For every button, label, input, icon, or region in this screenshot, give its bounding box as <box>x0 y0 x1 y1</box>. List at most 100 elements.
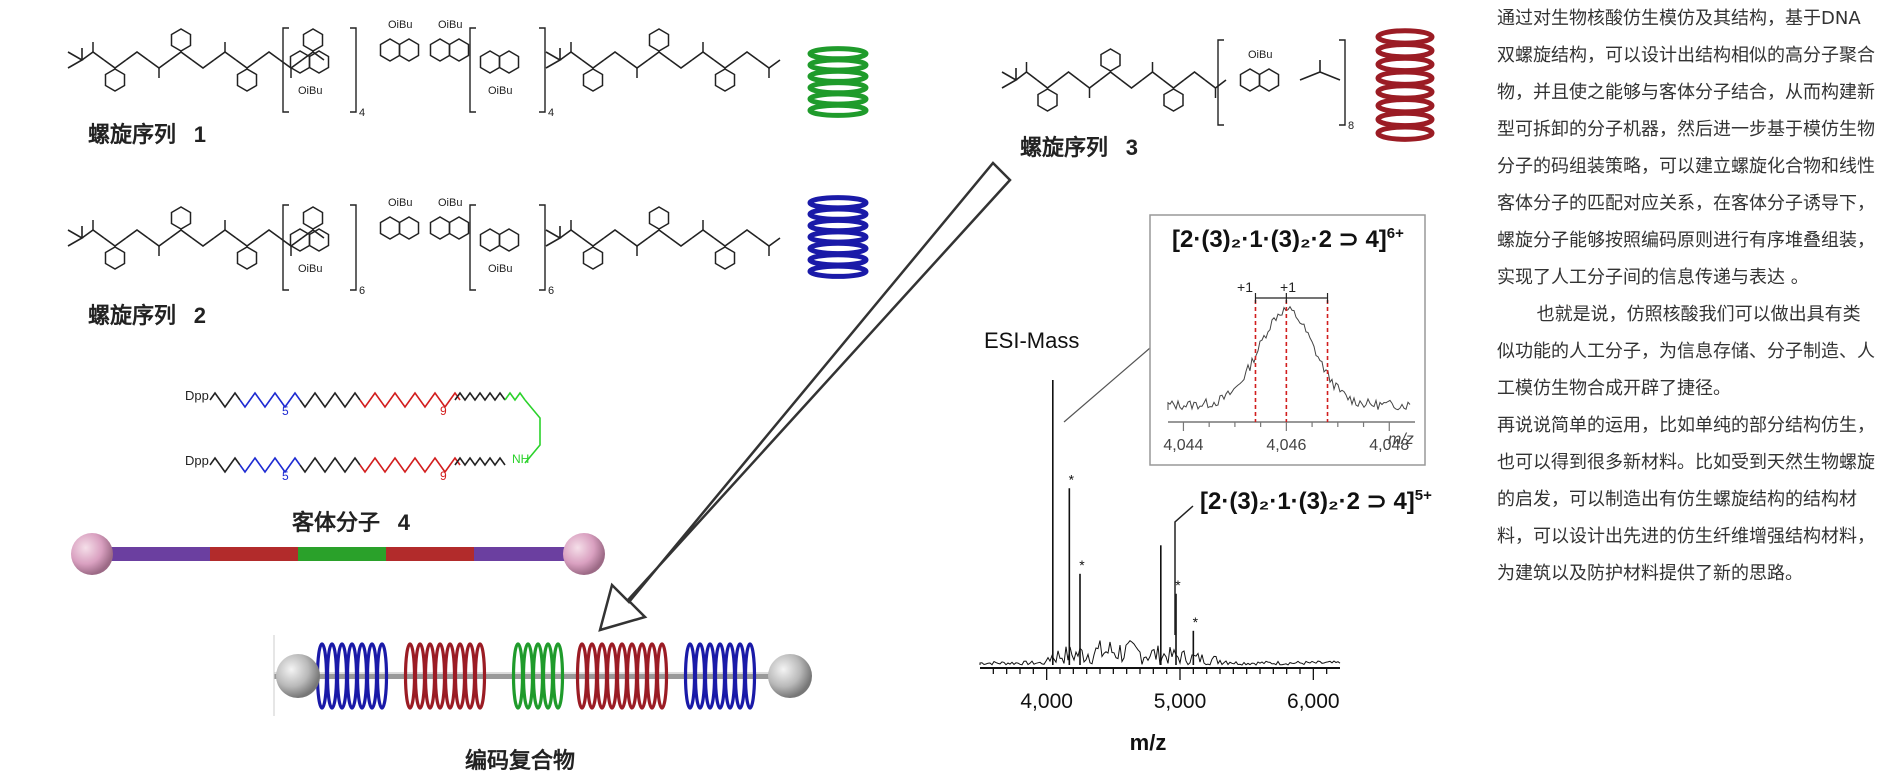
article-paragraph-2: 也就是说，仿照核酸我们可以做出具有类似功能的人工分子，为信息存储、分子制造、人工… <box>1497 304 1875 399</box>
oibu-label: OiBu <box>438 19 462 31</box>
esi-mass-title: ESI-Mass <box>984 328 1079 353</box>
quinoline-ring <box>379 38 401 62</box>
quinoline-ring <box>1258 68 1280 92</box>
helix-coil <box>807 263 869 279</box>
tbu-group <box>67 48 84 69</box>
helix-2-label: 螺旋序列 2 <box>88 298 206 330</box>
helix-coil <box>1375 28 1435 46</box>
tbu-group <box>67 226 84 247</box>
guest-chain-segment <box>359 456 461 474</box>
ion5-annotation-line <box>1174 505 1194 635</box>
boc-group <box>1299 60 1341 81</box>
chain-bond <box>81 229 105 239</box>
chain-bond <box>757 237 781 247</box>
quinoline-ring <box>1239 68 1261 92</box>
helix-coil <box>807 252 869 268</box>
green-helix-icon <box>807 46 869 118</box>
guest-label: 客体分子 4 <box>292 505 410 537</box>
pyridine-ring <box>582 68 604 92</box>
chain-bond <box>235 59 259 69</box>
bracket-left <box>282 204 289 291</box>
pyridine-ring <box>1100 48 1121 72</box>
chain-bond <box>559 51 583 61</box>
subscript-4: 4 <box>359 107 365 119</box>
guest-number: 4 <box>397 510 410 535</box>
helix-coil <box>807 91 869 107</box>
ion6-formula-text: [2·(3)₂·1·(3)₂·2 ⊃ 4] <box>1172 226 1387 253</box>
pyridine-ring <box>104 246 126 270</box>
chain-5-top: 5 <box>282 404 289 418</box>
helix-3-name: 螺旋序列 <box>1020 136 1109 161</box>
helix-coil <box>1375 83 1435 101</box>
chain-bond <box>713 237 737 247</box>
guest-chain-segment <box>239 456 301 474</box>
chain-9-top: 9 <box>440 404 447 418</box>
pyridine-ring <box>302 206 324 230</box>
inset-plus1-right: +1 <box>1280 279 1296 295</box>
chain-bond <box>301 51 325 61</box>
chain-bond <box>581 237 605 247</box>
nh-label: NH <box>512 452 529 466</box>
chain-bond <box>213 51 237 61</box>
helix-1-label: 螺旋序列 1 <box>88 117 206 149</box>
oibu-label: OiBu <box>488 85 512 97</box>
helix-coil <box>807 195 869 211</box>
pyridine-ring <box>104 68 126 92</box>
helix-3-number: 3 <box>1125 135 1138 160</box>
chain-bond <box>647 229 671 239</box>
complex-helix-coil <box>473 642 487 710</box>
chain-bond <box>559 229 583 239</box>
peak-star-label: * <box>1175 577 1181 593</box>
chain-5-bottom: 5 <box>282 469 289 483</box>
chain-bond <box>735 51 759 61</box>
rod-segment-purple-left <box>92 547 210 561</box>
chain-bond <box>81 51 105 61</box>
helix-3-label: 螺旋序列 3 <box>1020 130 1138 162</box>
peak-star-label: * <box>1193 614 1199 630</box>
inset-frame <box>1149 214 1426 466</box>
oibu-label: OiBu <box>438 197 462 209</box>
rod-segment-purple-right <box>474 547 584 561</box>
inset-connector-line <box>1063 347 1151 423</box>
helix-coil <box>807 102 869 118</box>
chain-bond <box>301 229 325 239</box>
guest-molecule-structure: Dpp Dpp 5 9 5 9 NH <box>185 388 541 483</box>
helix-coil <box>807 68 869 84</box>
article-paragraph-3: 再说说简单的运用，比如单纯的部分结构仿生，也可以得到很多新材料。比如受到天然生物… <box>1497 415 1875 584</box>
helix-coil <box>1375 96 1435 115</box>
chain-bond <box>1099 70 1122 81</box>
ion6-formula: [2·(3)₂·1·(3)₂·2 ⊃ 4]6+ <box>1172 225 1404 254</box>
chain-bond <box>669 59 693 69</box>
pink-ball-right <box>563 533 605 575</box>
tbu-group <box>545 226 562 247</box>
bracket-left <box>1217 39 1224 126</box>
red-helix-icon <box>1375 28 1435 142</box>
chain-bond <box>103 237 127 247</box>
chain-bond <box>581 59 605 69</box>
guest-chain-segment <box>454 456 506 467</box>
chain-bond <box>1057 70 1080 81</box>
complex-helix-coil <box>375 642 389 710</box>
oibu-label: OiBu <box>388 197 412 209</box>
ion5-formula-text: [2·(3)₂·1·(3)₂·2 ⊃ 4] <box>1200 488 1415 515</box>
assembly-arrow <box>598 161 1012 632</box>
helix-2-number: 2 <box>193 303 206 328</box>
guest-chain-segment <box>239 391 301 409</box>
complex-name: 编码复合物 <box>465 749 576 774</box>
chain-bond <box>125 229 149 239</box>
quinoline-ring <box>379 216 401 240</box>
guest-chain-segment <box>359 391 461 409</box>
chain-bond <box>257 51 281 61</box>
quinoline-ring <box>429 216 451 240</box>
helix-coil <box>807 57 869 73</box>
complex-label: 编码复合物 <box>465 743 575 775</box>
helix-coil <box>807 46 869 62</box>
guest-chain-segment <box>209 391 241 409</box>
guest-linker <box>524 399 541 464</box>
rod-segment-green <box>298 547 386 561</box>
bracket-left <box>282 27 289 113</box>
